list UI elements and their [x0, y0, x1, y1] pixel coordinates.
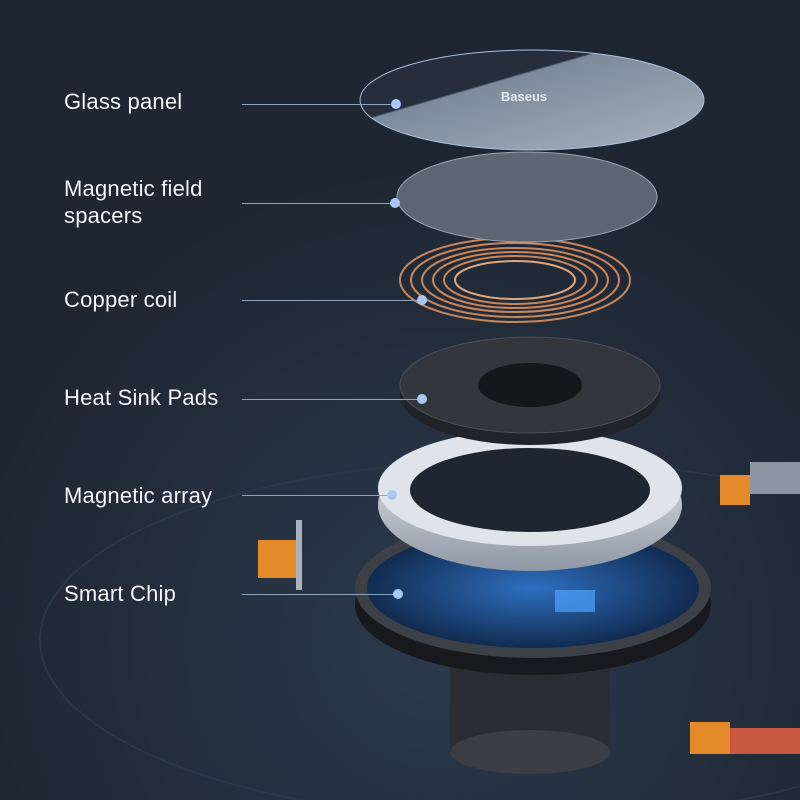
brand-logo: Baseus: [501, 89, 547, 104]
leader-line: [242, 104, 396, 105]
magnetic-array-ring: [378, 430, 682, 571]
callout-smart-chip: Smart Chip: [64, 581, 177, 606]
callout-dot: [387, 490, 397, 500]
leader-line: [242, 495, 390, 496]
truck-icon: [720, 462, 800, 505]
truck-icon: [690, 722, 800, 754]
callout-magnetic-field-spacers: Magnetic field spacers: [64, 176, 203, 228]
callout-copper-coil: Copper coil: [64, 287, 178, 312]
callout-dot: [417, 295, 427, 305]
glass-panel-disc: [359, 49, 705, 151]
leader-line: [242, 203, 394, 204]
callout-magnetic-array: Magnetic array: [64, 483, 213, 508]
heat-sink-tray: [399, 336, 661, 445]
callout-dot: [393, 589, 403, 599]
mount-base: [450, 660, 610, 774]
leader-line: [242, 300, 420, 301]
callout-heat-sink-pads: Heat Sink Pads: [64, 385, 219, 410]
copper-coil: [399, 237, 631, 323]
callout-dot: [417, 394, 427, 404]
magnetic-spacer-disc: [396, 151, 658, 243]
leader-line: [242, 594, 396, 595]
leader-line: [242, 399, 420, 400]
callout-glass-panel: Glass panel: [64, 89, 183, 114]
callout-dot: [390, 198, 400, 208]
callout-dot: [391, 99, 401, 109]
forklift-icon: [258, 520, 302, 590]
